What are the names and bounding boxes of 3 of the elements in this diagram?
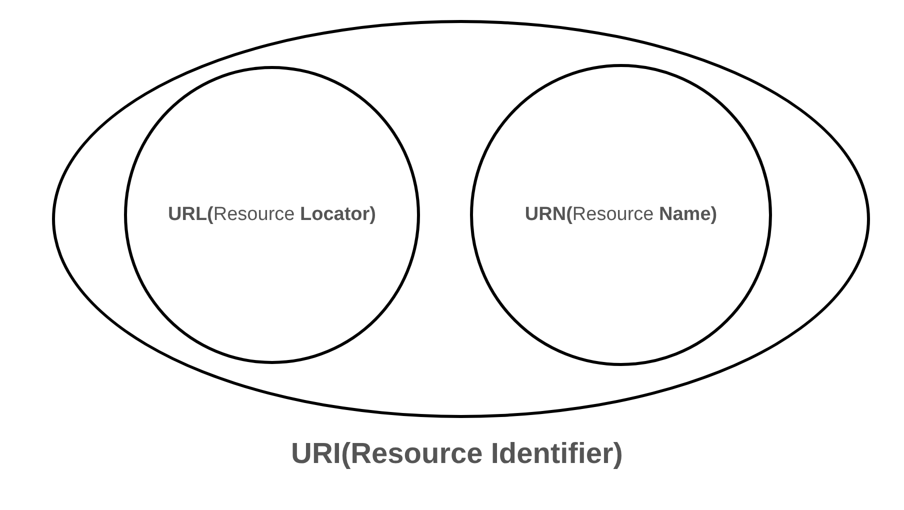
circle-label: URL(Resource Locator): [168, 204, 376, 226]
circle-label: URN(Resource Name): [524, 204, 718, 226]
set-title: URI(Resource Identifier): [291, 438, 623, 471]
